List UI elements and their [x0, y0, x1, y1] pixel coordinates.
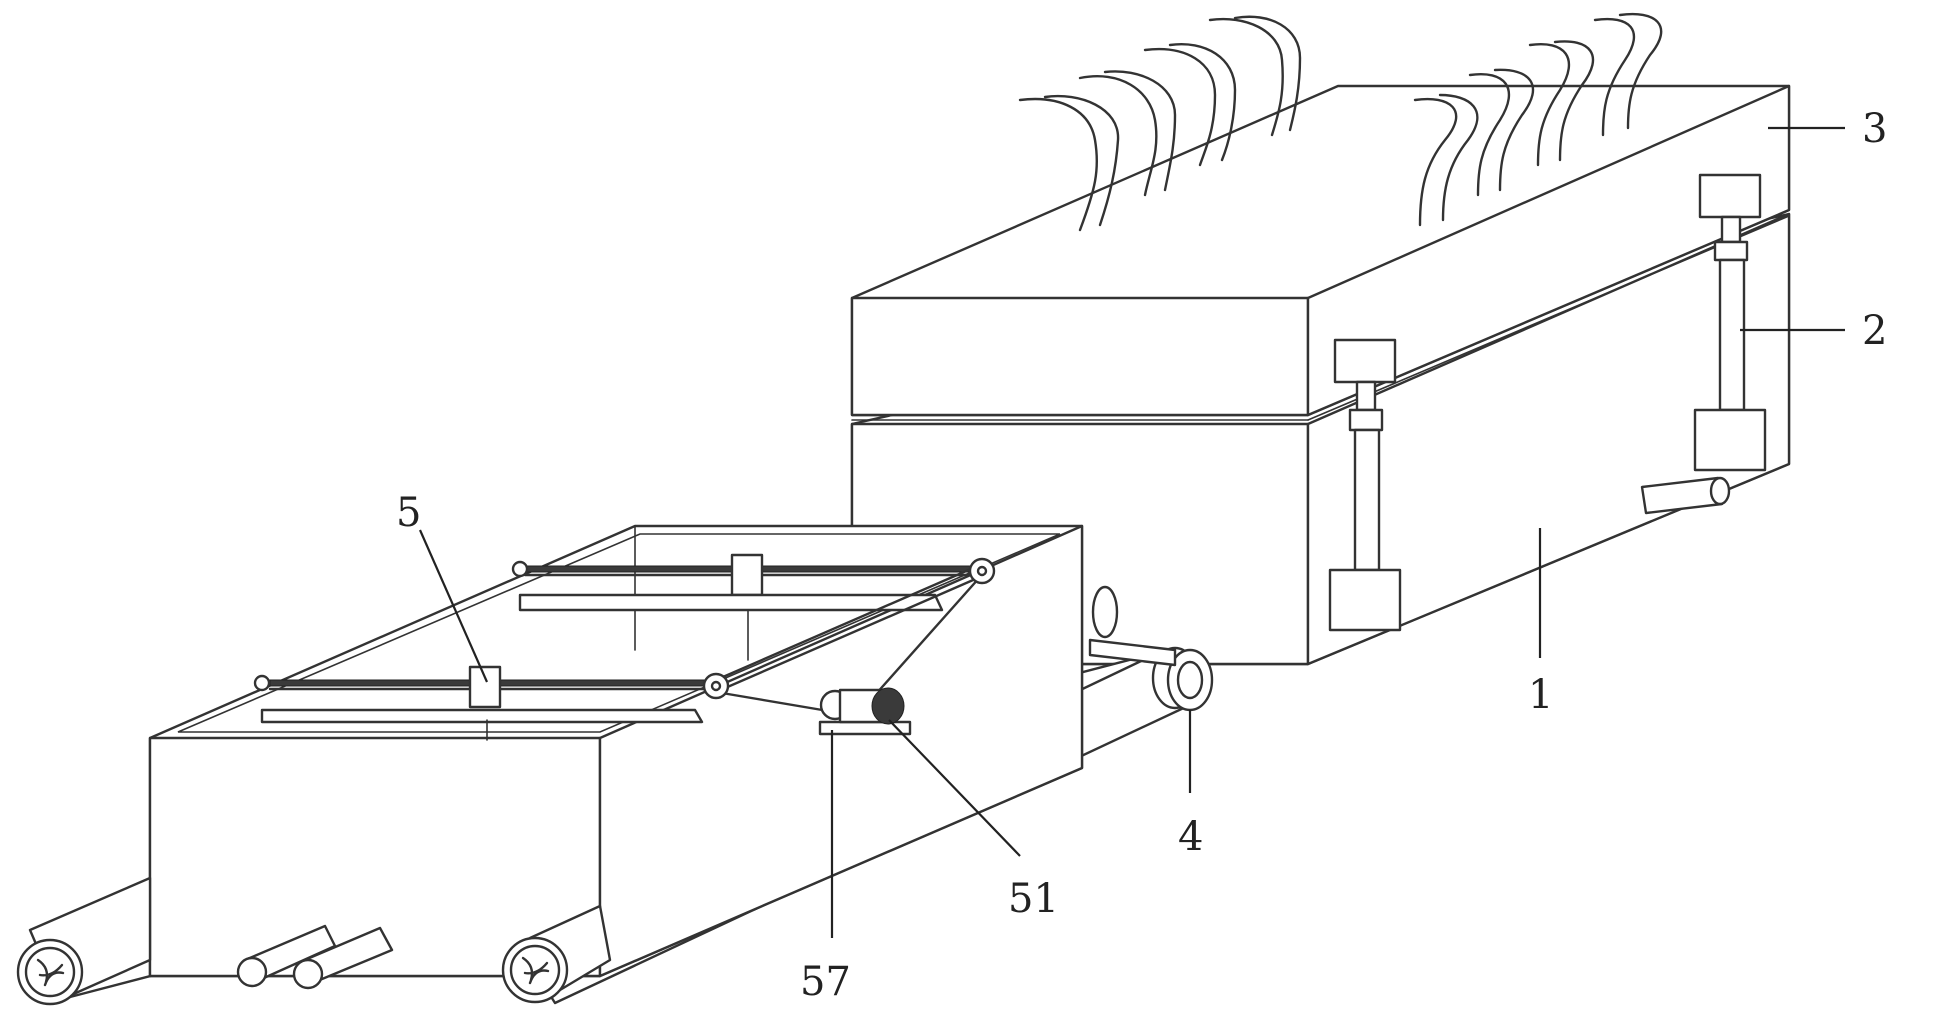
top-tubes	[1018, 12, 1663, 232]
left-roller	[16, 876, 152, 1006]
label-3: 3	[1862, 106, 1887, 152]
drive-linkage	[702, 557, 996, 715]
leader-lines	[418, 126, 1845, 938]
label-5: 5	[396, 490, 421, 536]
drive-motor	[818, 687, 912, 736]
label-57: 57	[800, 959, 851, 1005]
outlet-pipes	[236, 924, 394, 990]
lift-cylinder-back	[1693, 173, 1767, 472]
label-1: 1	[1528, 672, 1553, 718]
tray-box	[148, 524, 1084, 978]
label-51: 51	[1008, 876, 1059, 922]
lift-cylinder-front	[1328, 338, 1402, 632]
right-roller	[501, 904, 612, 1004]
lid-box	[850, 84, 1791, 421]
side-pipe	[1640, 476, 1731, 515]
scraper-rails	[253, 553, 992, 741]
label-2: 2	[1862, 308, 1887, 354]
label-4: 4	[1178, 814, 1203, 860]
